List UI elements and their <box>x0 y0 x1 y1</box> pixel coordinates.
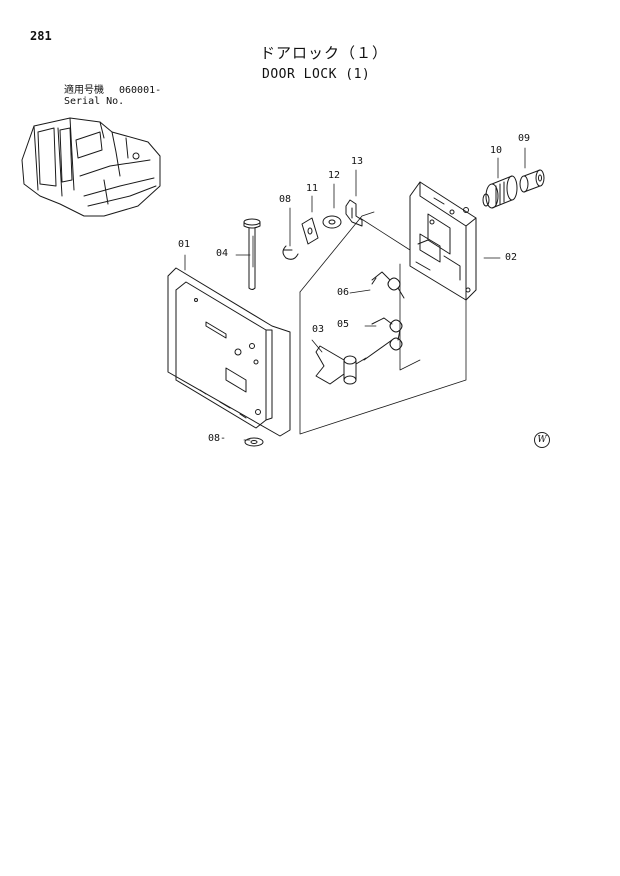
page-number: 281 <box>30 29 52 43</box>
spring-lower <box>363 317 403 361</box>
square-plate <box>301 217 319 245</box>
corner-w-mark: W <box>534 432 550 448</box>
snap-ring-upper <box>282 245 299 260</box>
page-title-english: DOOR LOCK (1) <box>262 67 371 82</box>
latch-body <box>409 181 477 301</box>
callout-08-upper: 08 <box>279 194 292 205</box>
pin <box>243 218 261 290</box>
callout-01: 01 <box>178 239 191 250</box>
page-title-japanese: ドアロック（１） <box>260 44 389 62</box>
door-plate <box>167 267 291 437</box>
latch-pawl <box>315 345 367 385</box>
leader-lines <box>184 147 526 441</box>
callout-08-lower: 08- <box>208 433 227 444</box>
lock-cylinder <box>482 175 518 209</box>
serial-label-english: Serial No. <box>64 96 125 107</box>
spring-upper <box>371 271 405 299</box>
clip-bracket <box>345 199 363 227</box>
callout-10: 10 <box>490 145 503 156</box>
callout-11: 11 <box>306 183 319 194</box>
key-knob <box>519 169 545 193</box>
callout-12: 12 <box>328 170 341 181</box>
washer <box>322 215 342 229</box>
serial-label-japanese: 適用号機 <box>64 85 104 96</box>
callout-09: 09 <box>518 133 531 144</box>
callout-02: 02 <box>505 252 518 263</box>
callout-13: 13 <box>351 156 364 167</box>
callout-03: 03 <box>312 324 325 335</box>
callout-06: 06 <box>337 287 350 298</box>
excavator-illustration <box>21 117 161 217</box>
washer-lower <box>244 437 264 447</box>
serial-number-value: 060001- <box>119 85 162 96</box>
callout-04: 04 <box>216 248 229 259</box>
callout-05: 05 <box>337 319 350 330</box>
